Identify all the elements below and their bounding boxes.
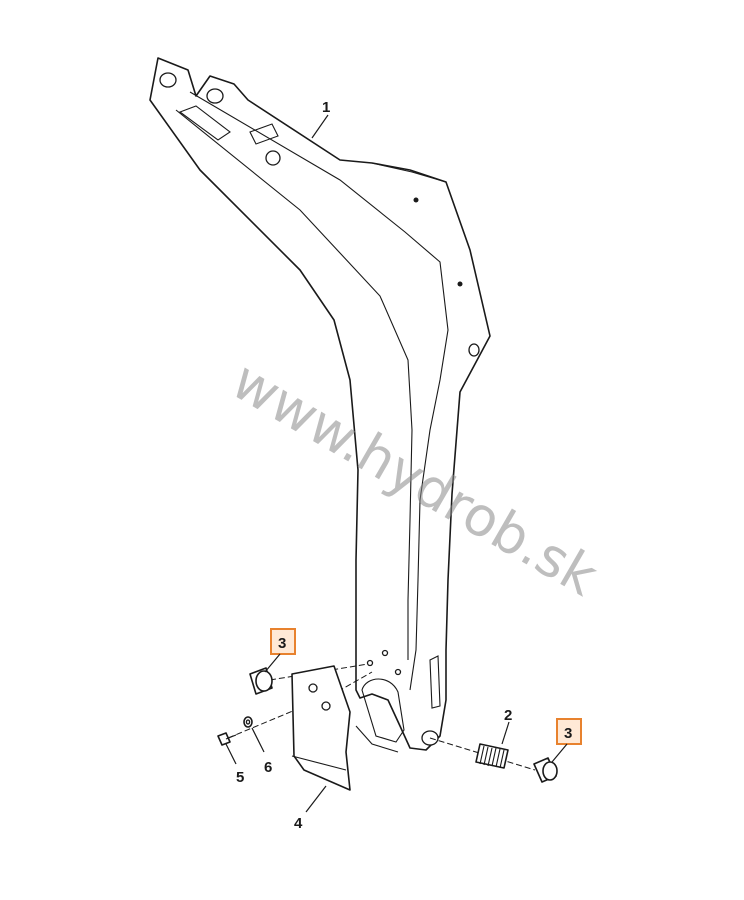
callout-5: 5 <box>225 743 244 786</box>
threaded-pin-part <box>475 743 509 769</box>
assembly-line <box>227 707 301 739</box>
callout-3-right-label: 3 <box>564 725 572 742</box>
callout-3-left-label: 3 <box>278 635 286 652</box>
bushing-part-right <box>533 757 558 783</box>
callout-3-highlight <box>556 718 582 745</box>
callout-6: 6 <box>251 727 272 776</box>
callout-3-highlight <box>270 628 296 655</box>
callout-4-label: 4 <box>294 815 303 832</box>
bolt-part <box>217 732 237 746</box>
callout-2: 2 <box>501 707 512 745</box>
bracket-plate-part <box>291 665 351 791</box>
washer-part <box>243 716 253 728</box>
bushing-part-left <box>249 667 273 695</box>
callout-3-right: 3 <box>551 718 582 763</box>
callout-1: 1 <box>311 99 330 139</box>
assembly-line <box>329 671 373 697</box>
callout-2-label: 2 <box>504 707 512 724</box>
callout-4: 4 <box>294 785 327 832</box>
boom-arm-part <box>149 57 491 753</box>
callout-6-label: 6 <box>264 759 272 776</box>
callout-3-left: 3 <box>264 628 296 673</box>
callout-1-label: 1 <box>322 99 330 116</box>
callout-5-label: 5 <box>236 769 244 786</box>
